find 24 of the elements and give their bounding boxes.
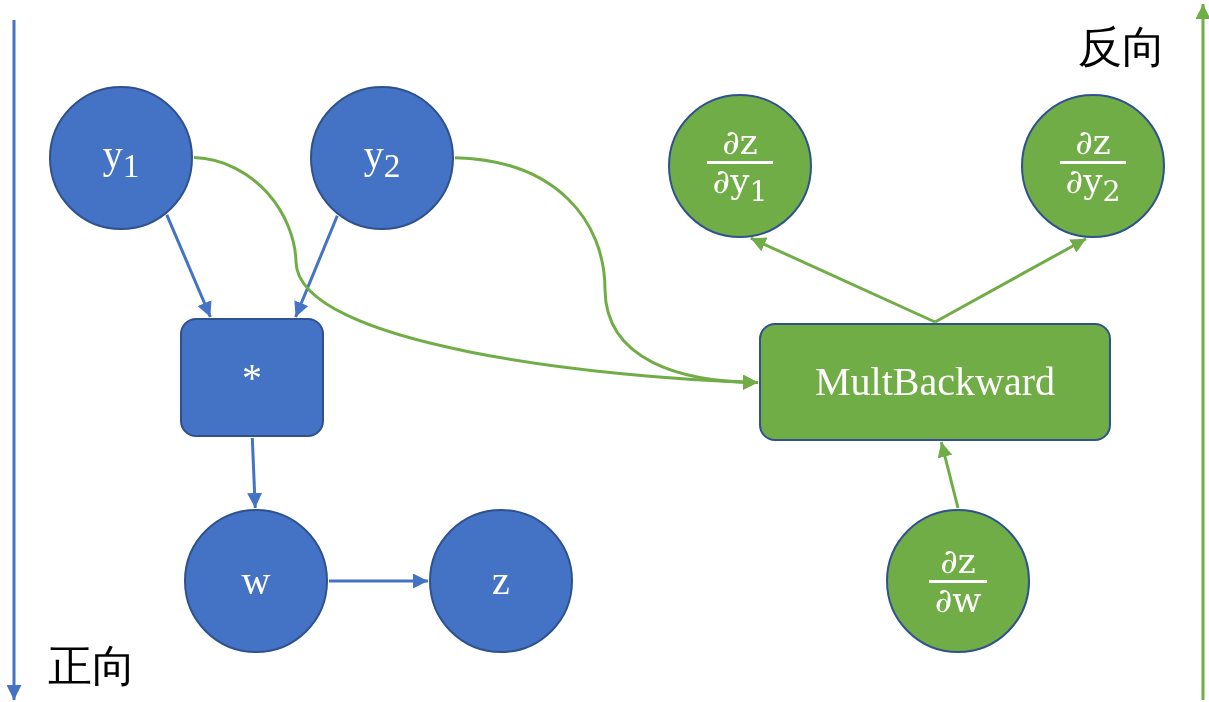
fraction-numerator: ∂z xyxy=(721,125,759,162)
fraction-numerator: ∂z xyxy=(1074,125,1112,162)
fraction-denominator: ∂y$_{1}$ xyxy=(706,161,774,207)
function-box xyxy=(759,323,1111,441)
node-label: y$_{2}$ xyxy=(363,133,401,183)
arrow xyxy=(329,573,428,589)
direction-label: 反向 xyxy=(1078,26,1166,70)
node-label: y$_{1}$ xyxy=(102,133,140,183)
node-label: z xyxy=(492,560,510,602)
node-label: w xyxy=(241,560,271,602)
arrow xyxy=(750,236,936,324)
fraction-numerator: ∂z xyxy=(939,543,977,580)
node-label: * xyxy=(242,356,262,399)
arrow xyxy=(934,237,1087,324)
arrow xyxy=(247,437,263,509)
arrow xyxy=(454,156,759,390)
operation-box xyxy=(180,318,324,437)
node-label: MultBackward xyxy=(815,361,1055,403)
arrow xyxy=(937,441,960,509)
fraction-denominator: ∂w xyxy=(928,579,988,619)
arrow xyxy=(165,214,212,318)
direction-label: 正向 xyxy=(48,645,136,689)
fraction-denominator: ∂y$_{2}$ xyxy=(1059,161,1127,207)
arrow xyxy=(294,215,339,318)
